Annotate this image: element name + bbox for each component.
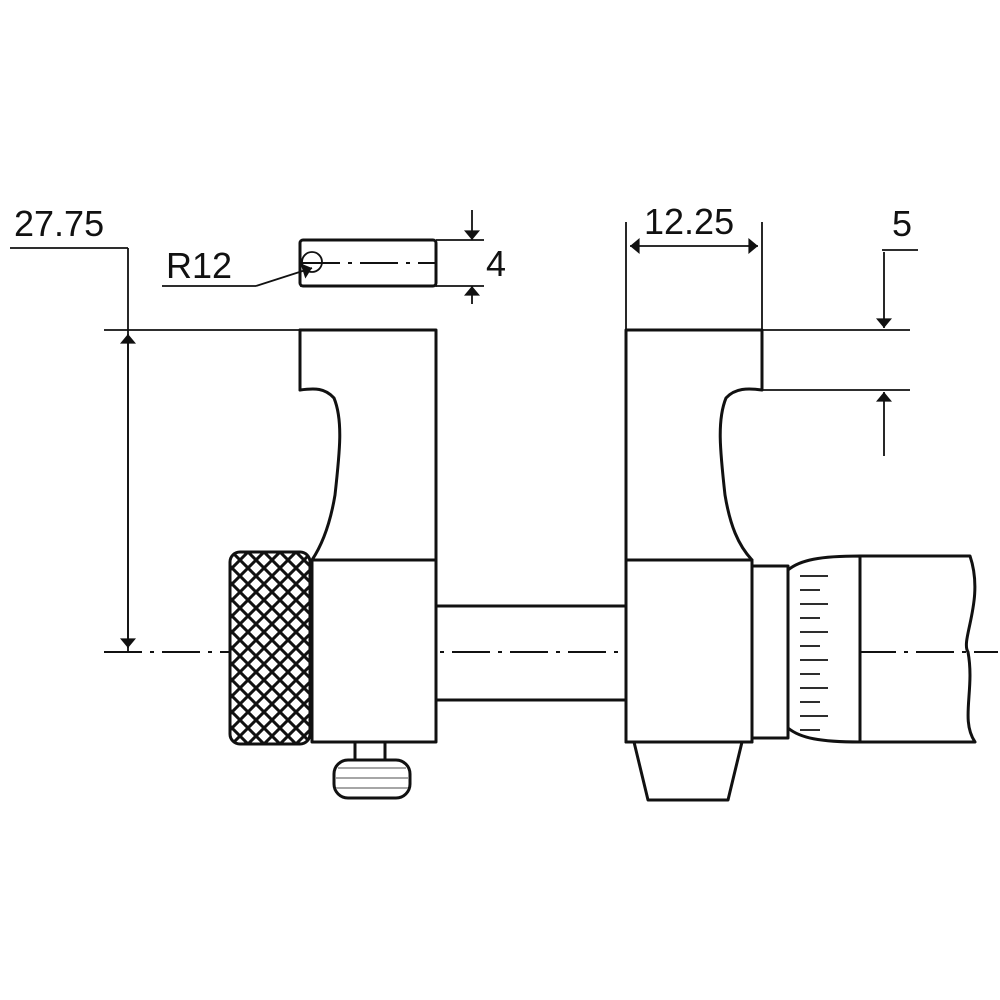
right-jaw [624,328,764,802]
dim-5: 5 [762,203,918,456]
dim-27-75: 27.75 [10,203,300,652]
measuring-tip [298,238,438,288]
dim-27-75-label: 27.75 [14,203,104,244]
dim-4: 4 [436,210,506,304]
left-jaw [298,328,438,744]
lock-screw [332,740,412,800]
dim-12-25: 12.25 [625,201,763,330]
left-knurled-knob [228,550,312,746]
micrometer-sleeve [750,564,790,740]
dim-r12: R12 [162,245,313,287]
dim-12-25-label: 12.25 [644,201,734,242]
dim-r12-label: R12 [166,245,232,286]
micrometer-thimble [786,554,862,744]
extension-rod [434,604,628,702]
micrometer-handle [858,554,977,744]
dim-4-label: 4 [486,243,506,284]
thimble-scale [800,575,828,731]
dim-5-label: 5 [892,203,912,244]
